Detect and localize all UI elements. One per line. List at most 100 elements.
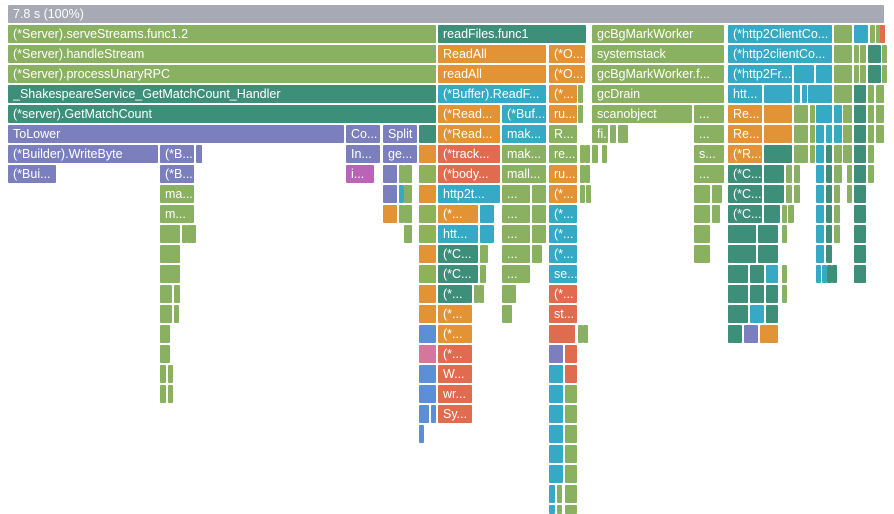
flame-frame[interactable]: readAll bbox=[438, 65, 546, 83]
flame-frame[interactable] bbox=[712, 185, 722, 203]
flame-frame[interactable] bbox=[764, 125, 792, 143]
flame-frame[interactable] bbox=[712, 205, 720, 223]
flame-frame[interactable]: ma... bbox=[160, 185, 194, 203]
flame-frame[interactable] bbox=[419, 185, 436, 203]
flame-frame[interactable] bbox=[419, 325, 436, 343]
flame-frame[interactable]: (*O... bbox=[549, 65, 585, 83]
flame-frame[interactable]: re... bbox=[549, 145, 577, 163]
flame-frame[interactable] bbox=[586, 185, 591, 203]
flame-frame[interactable]: ... bbox=[502, 185, 530, 203]
flame-frame[interactable] bbox=[431, 405, 436, 423]
flame-frame[interactable] bbox=[827, 265, 832, 283]
flame-frame[interactable] bbox=[808, 85, 832, 103]
flame-frame[interactable] bbox=[882, 65, 887, 83]
flame-frame[interactable] bbox=[876, 85, 884, 103]
flame-frame[interactable] bbox=[832, 265, 837, 283]
flame-frame[interactable]: ... bbox=[694, 165, 724, 183]
flame-frame[interactable] bbox=[419, 225, 436, 243]
flame-frame[interactable] bbox=[764, 105, 792, 123]
flame-frame[interactable] bbox=[549, 405, 563, 423]
flame-frame[interactable] bbox=[760, 325, 778, 343]
flame-frame[interactable] bbox=[565, 505, 577, 514]
flame-frame[interactable]: (*O... bbox=[549, 45, 585, 63]
flame-frame[interactable] bbox=[794, 125, 808, 143]
flame-frame[interactable] bbox=[816, 265, 821, 283]
flame-frame[interactable]: (*Bui... bbox=[8, 165, 56, 183]
flame-frame[interactable] bbox=[419, 385, 436, 403]
flame-frame[interactable] bbox=[834, 225, 840, 243]
flame-frame[interactable] bbox=[585, 165, 590, 183]
flame-frame[interactable]: se... bbox=[549, 265, 577, 283]
flame-frame[interactable]: W... bbox=[438, 365, 472, 383]
flame-frame[interactable] bbox=[404, 185, 412, 203]
flame-frame[interactable] bbox=[160, 305, 172, 323]
flame-frame[interactable] bbox=[419, 165, 436, 183]
flame-frame[interactable] bbox=[694, 245, 710, 263]
flame-frame[interactable]: gcBgMarkWorker bbox=[592, 25, 724, 43]
flame-frame[interactable] bbox=[826, 225, 832, 243]
flame-frame[interactable] bbox=[868, 125, 874, 143]
flame-frame[interactable] bbox=[750, 305, 764, 323]
flame-frame[interactable]: (*http2ClientCo... bbox=[728, 25, 832, 43]
flame-frame[interactable]: (*http2clientCo... bbox=[728, 45, 832, 63]
flame-frame[interactable] bbox=[182, 225, 187, 243]
flame-frame[interactable] bbox=[618, 125, 628, 143]
flame-frame[interactable] bbox=[160, 365, 166, 383]
flame-frame[interactable] bbox=[565, 485, 577, 503]
flame-frame[interactable] bbox=[419, 305, 436, 323]
flame-frame[interactable] bbox=[816, 225, 824, 243]
flame-frame[interactable] bbox=[854, 45, 859, 63]
flame-frame[interactable] bbox=[794, 65, 814, 83]
flame-frame[interactable] bbox=[549, 445, 563, 463]
flame-frame[interactable] bbox=[160, 285, 172, 303]
flame-frame[interactable]: (*B... bbox=[160, 145, 194, 163]
flame-frame[interactable] bbox=[602, 145, 607, 163]
flame-frame[interactable]: ReadAll bbox=[438, 45, 546, 63]
flame-frame[interactable] bbox=[728, 245, 756, 263]
flame-frame[interactable] bbox=[816, 165, 824, 183]
flame-frame[interactable] bbox=[876, 105, 884, 123]
flame-frame[interactable] bbox=[816, 145, 824, 163]
flame-frame[interactable]: i... bbox=[346, 165, 374, 183]
flame-frame[interactable] bbox=[160, 265, 180, 283]
flame-frame[interactable]: (*R... bbox=[728, 145, 762, 163]
flame-frame[interactable]: (*... bbox=[549, 285, 577, 303]
flame-frame[interactable] bbox=[694, 205, 710, 223]
flame-frame[interactable] bbox=[557, 505, 562, 514]
flame-frame[interactable] bbox=[758, 245, 778, 263]
flame-frame[interactable] bbox=[826, 125, 832, 143]
flame-frame[interactable] bbox=[549, 345, 563, 363]
flame-frame[interactable]: (*body... bbox=[438, 165, 500, 183]
flame-frame[interactable] bbox=[834, 105, 842, 123]
flame-frame[interactable]: (*... bbox=[438, 345, 472, 363]
flame-frame[interactable] bbox=[578, 105, 583, 123]
flame-frame[interactable]: mak... bbox=[502, 145, 546, 163]
flame-frame[interactable]: (*... bbox=[549, 245, 577, 263]
flame-frame[interactable]: (*server).GetMatchCount bbox=[8, 105, 436, 123]
flame-frame[interactable]: ru... bbox=[549, 165, 577, 183]
flame-frame[interactable] bbox=[399, 165, 404, 183]
flame-frame[interactable] bbox=[810, 145, 815, 163]
flame-frame[interactable]: ... bbox=[694, 105, 724, 123]
flame-frame[interactable] bbox=[764, 165, 784, 183]
flame-frame[interactable] bbox=[549, 505, 555, 514]
flame-frame[interactable] bbox=[834, 165, 842, 183]
flame-frame[interactable] bbox=[854, 165, 866, 183]
flame-frame[interactable] bbox=[160, 345, 170, 363]
flame-frame[interactable] bbox=[843, 105, 848, 123]
flame-frame[interactable] bbox=[580, 185, 585, 203]
flame-frame[interactable] bbox=[565, 345, 577, 363]
flame-frame[interactable]: (*Buf... bbox=[502, 105, 546, 123]
flame-frame[interactable] bbox=[854, 205, 866, 223]
flame-frame[interactable] bbox=[728, 265, 748, 283]
flame-frame[interactable]: gcBgMarkWorker.f... bbox=[592, 65, 724, 83]
flame-frame[interactable] bbox=[168, 385, 173, 403]
flame-frame[interactable] bbox=[847, 105, 852, 123]
flame-frame[interactable]: Co... bbox=[346, 125, 380, 143]
flame-frame[interactable] bbox=[728, 285, 748, 303]
flame-frame[interactable]: ... bbox=[502, 205, 530, 223]
flame-frame[interactable]: m... bbox=[160, 205, 194, 223]
flame-frame[interactable]: Split bbox=[383, 125, 417, 143]
flame-frame[interactable] bbox=[419, 285, 436, 303]
